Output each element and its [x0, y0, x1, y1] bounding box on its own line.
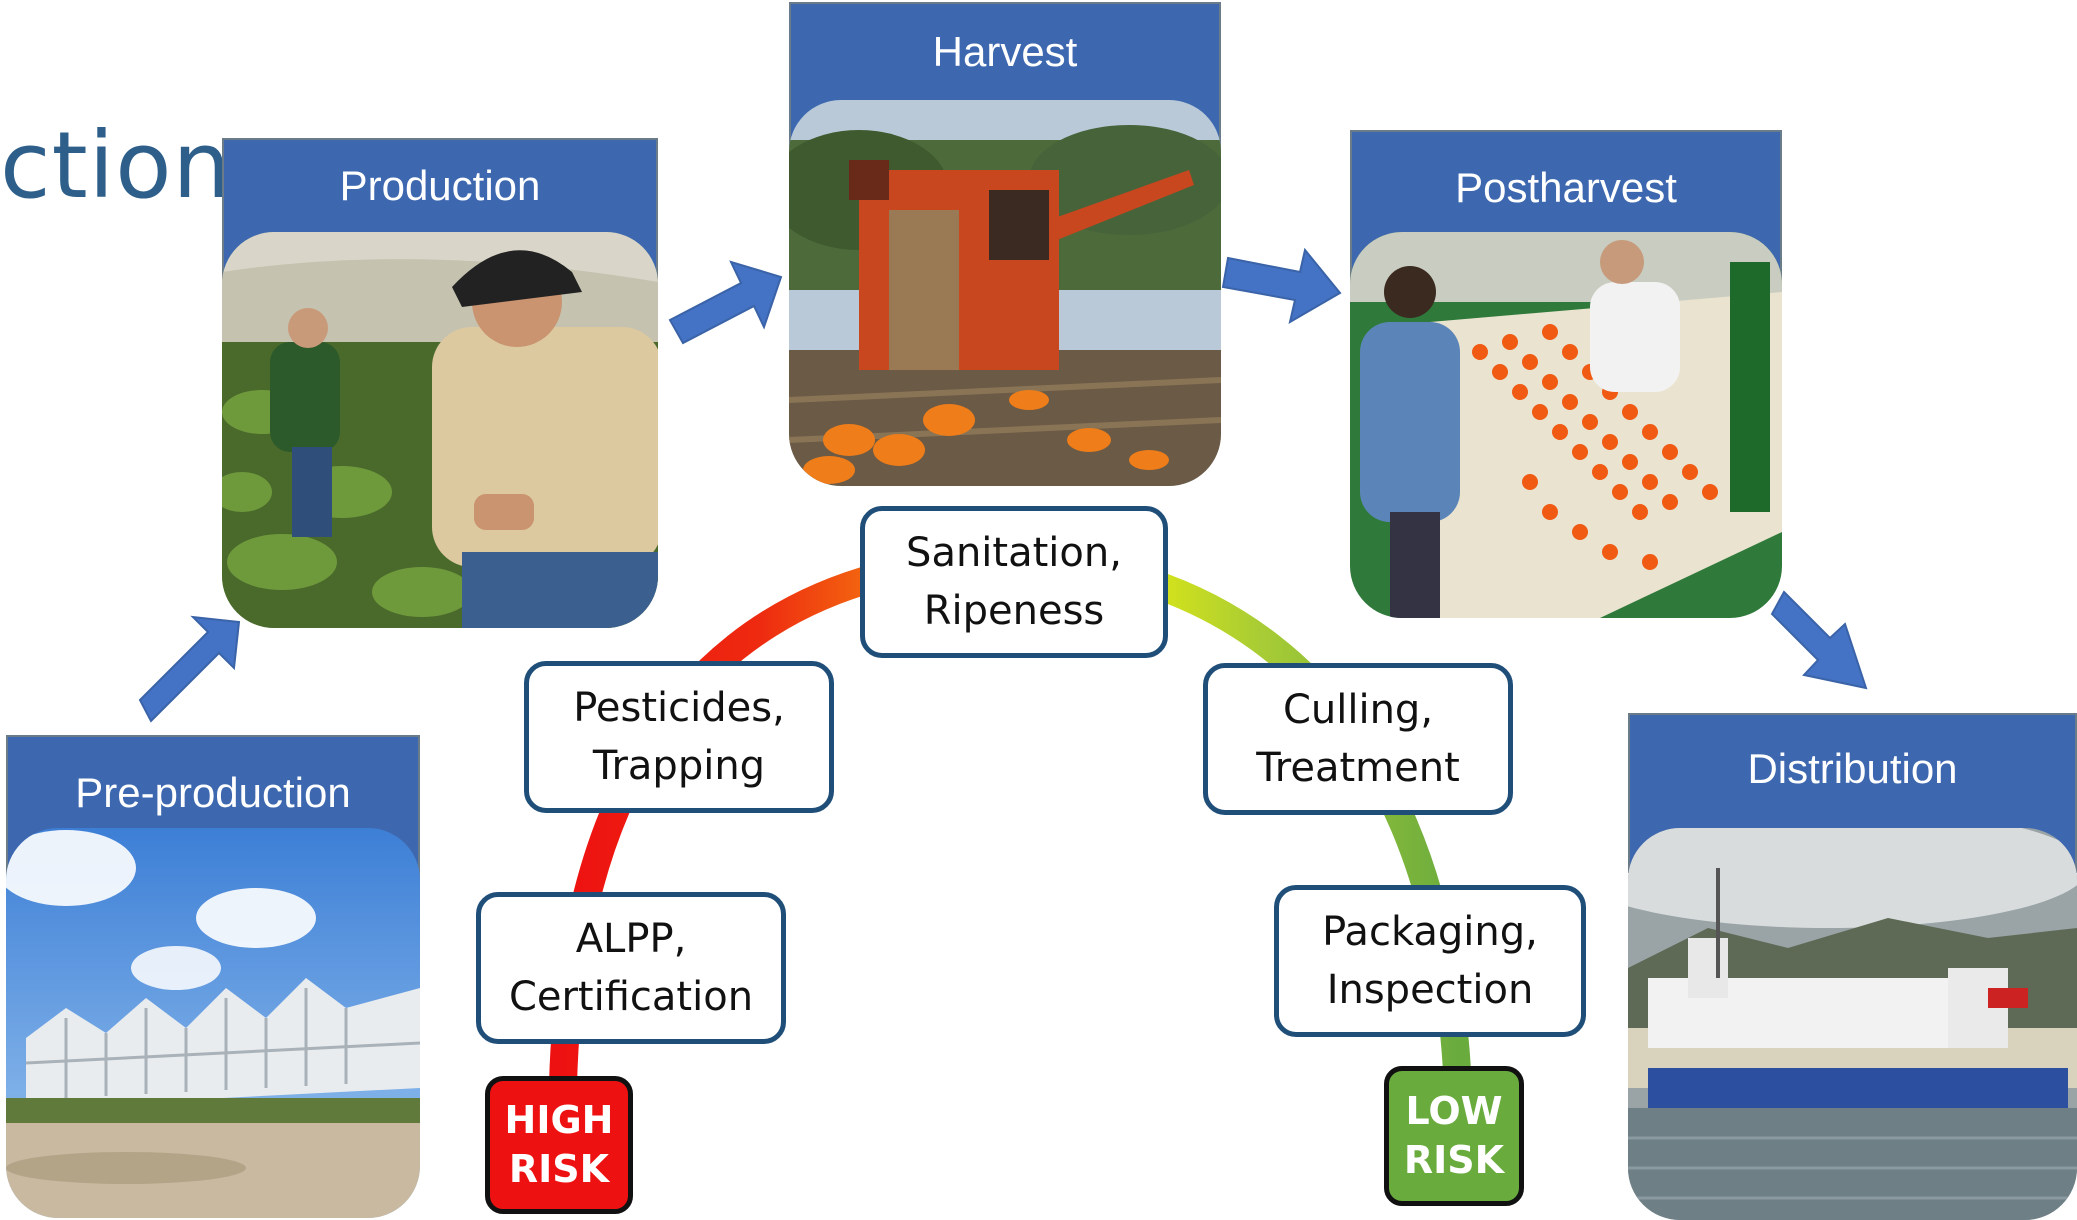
risk-step-culling-treatment: Culling, Treatment [1203, 663, 1513, 815]
risk-step-packaging-inspection: Packaging, Inspection [1274, 885, 1586, 1037]
alpp-line1: ALPP, [575, 916, 687, 962]
sanitation-line2: Ripeness [923, 588, 1105, 634]
slide-title-fragment: ction [0, 112, 232, 219]
risk-step-sanitation-ripeness: Sanitation, Ripeness [860, 506, 1168, 658]
risk-step-pesticides-trapping: Pesticides, Trapping [524, 661, 834, 813]
harvest-label: Harvest [932, 28, 1078, 75]
production-label: Production [339, 162, 541, 209]
alpp-line2: Certification [508, 974, 754, 1020]
packaging-line1: Packaging, [1322, 909, 1538, 955]
arrow-postharvest-to-distribution [1770, 590, 1868, 690]
postharvest-label: Postharvest [1455, 164, 1677, 211]
pesticides-line2: Trapping [592, 743, 766, 789]
risk-step-alpp-certification: ALPP, Certification [476, 892, 786, 1044]
culling-line1: Culling, [1282, 687, 1434, 733]
high-risk-line2: RISK [508, 1147, 610, 1191]
culling-line2: Treatment [1256, 745, 1460, 791]
low-risk-badge: LOW RISK [1384, 1066, 1524, 1206]
packing-line-photo [1350, 232, 1782, 618]
farmers-photo [222, 232, 658, 628]
high-risk-badge: HIGH RISK [485, 1076, 633, 1214]
low-risk-line2: RISK [1403, 1138, 1505, 1182]
greenhouse-photo [6, 828, 420, 1218]
ship-harbor-photo [1628, 828, 2077, 1220]
distribution-label: Distribution [1747, 745, 1958, 792]
arrow-harvest-to-postharvest [1221, 247, 1342, 325]
arrow-production-to-harvest [668, 260, 783, 345]
harvester-photo [789, 100, 1221, 486]
preproduction-label: Pre-production [75, 769, 351, 816]
arrow-preproduction-to-production [138, 615, 241, 723]
packaging-line2: Inspection [1326, 967, 1534, 1013]
high-risk-line1: HIGH [504, 1097, 614, 1142]
low-risk-line1: LOW [1405, 1088, 1503, 1133]
pesticides-line1: Pesticides, [573, 685, 785, 731]
sanitation-line1: Sanitation, [906, 530, 1122, 576]
